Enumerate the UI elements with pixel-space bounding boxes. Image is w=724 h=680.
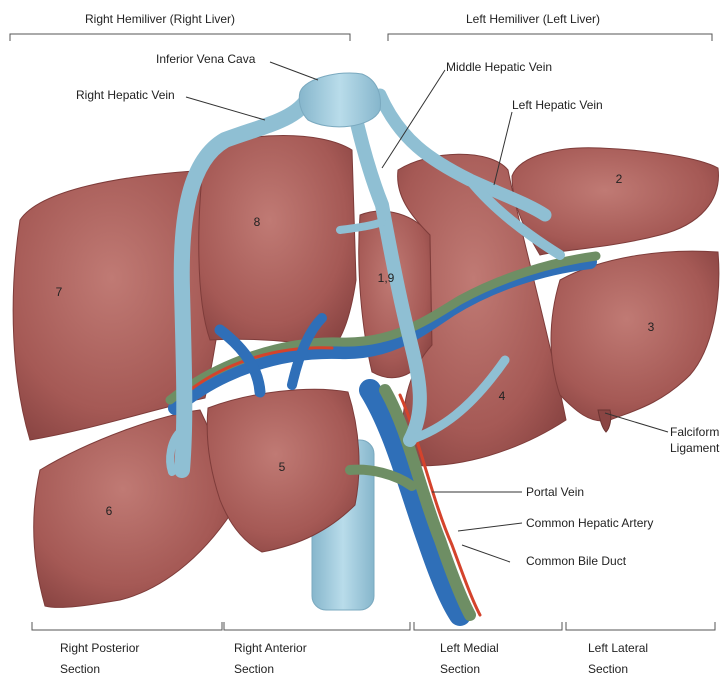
right-posterior-section-label: Right Posterior Section xyxy=(60,638,139,680)
left-lateral-section-label: Left Lateral Section xyxy=(588,638,648,680)
portal-vein-label: Portal Vein xyxy=(526,485,584,499)
segment-6-label: 6 xyxy=(106,504,113,518)
segment-7-label: 7 xyxy=(56,285,63,299)
left-lateral-line2: Section xyxy=(588,659,648,680)
right-hemiliver-title: Right Hemiliver (Right Liver) xyxy=(85,12,235,26)
lhv-label: Left Hepatic Vein xyxy=(512,98,603,112)
left-hemiliver-title: Left Hemiliver (Left Liver) xyxy=(466,12,600,26)
segment-2-label: 2 xyxy=(616,172,623,186)
left-medial-section-label: Left Medial Section xyxy=(440,638,499,680)
mhv-label: Middle Hepatic Vein xyxy=(446,60,552,74)
left-hemiliver-bracket xyxy=(388,34,712,41)
segment-8-lobe xyxy=(199,136,356,349)
ivc-label: Inferior Vena Cava xyxy=(156,52,255,66)
section-brackets xyxy=(32,622,715,630)
right-anterior-section-label: Right Anterior Section xyxy=(234,638,307,680)
falciform-label-line2: Ligament xyxy=(670,441,719,455)
right-anterior-line1: Right Anterior xyxy=(234,638,307,659)
segment-1-9-label: 1,9 xyxy=(378,271,395,285)
segment-4-label: 4 xyxy=(499,389,506,403)
left-medial-line1: Left Medial xyxy=(440,638,499,659)
left-lateral-line1: Left Lateral xyxy=(588,638,648,659)
cbd-label: Common Bile Duct xyxy=(526,554,626,568)
segment-8-label: 8 xyxy=(254,215,261,229)
cha-label: Common Hepatic Artery xyxy=(526,516,653,530)
left-medial-line2: Section xyxy=(440,659,499,680)
right-posterior-line2: Section xyxy=(60,659,139,680)
ivc-upper xyxy=(299,73,380,127)
rhv-label: Right Hepatic Vein xyxy=(76,88,175,102)
right-posterior-line1: Right Posterior xyxy=(60,638,139,659)
segment-6-lobe xyxy=(34,410,232,607)
right-hemiliver-bracket xyxy=(10,34,350,41)
right-anterior-line2: Section xyxy=(234,659,307,680)
segment-3-lobe xyxy=(551,251,719,421)
falciform-label-line1: Falciform xyxy=(670,425,719,439)
segment-3-label: 3 xyxy=(648,320,655,334)
segment-5-label: 5 xyxy=(279,460,286,474)
